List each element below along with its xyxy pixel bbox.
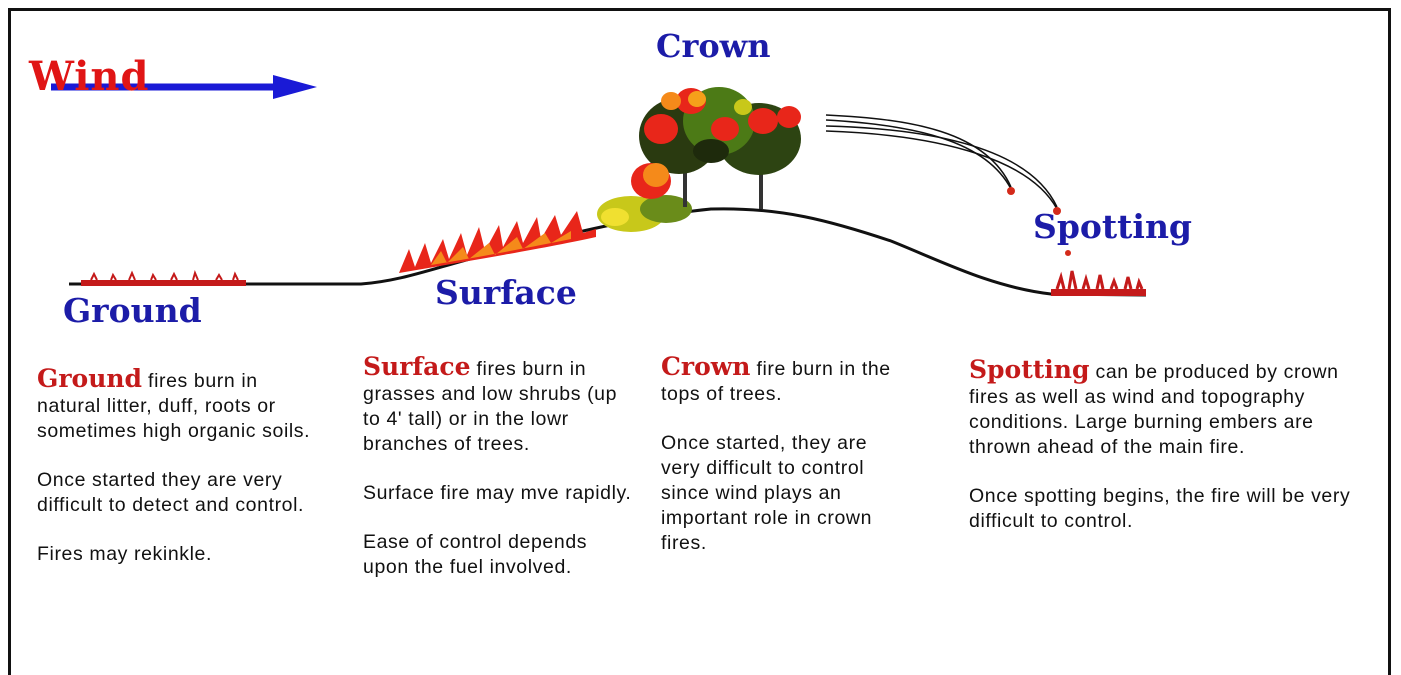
crown-term: Crown (661, 352, 750, 381)
surface-paragraph: Surface fire may mve rapidly. (363, 481, 633, 506)
ground-description: Ground fires burn in natural litter, duf… (37, 366, 327, 591)
ground-paragraph: Fires may rekinkle. (37, 542, 327, 567)
ground-label: Ground (63, 291, 202, 330)
surface-description: Surface fires burn in grasses and low sh… (363, 354, 633, 604)
spotting-description: Spotting can be produced by crown fires … (969, 357, 1369, 558)
ground-fire-icon (81, 273, 246, 286)
crown-trees-icon (631, 87, 801, 209)
ember-trails-icon (826, 115, 1057, 209)
surface-term: Surface (363, 352, 470, 381)
shrub-icon (597, 195, 692, 232)
crown-paragraph: Once started, they are very difficult to… (661, 431, 891, 556)
ground-paragraph: Once started they are very difficult to … (37, 468, 327, 518)
ground-term: Ground (37, 364, 142, 393)
surface-label: Surface (435, 273, 577, 312)
crown-label: Crown (656, 27, 770, 65)
surface-flames-icon (399, 211, 596, 273)
surface-paragraph: Ease of control depends upon the fuel in… (363, 530, 633, 580)
wind-label: Wind (29, 53, 149, 100)
crown-lead: Crown fire burn in the tops of trees. (661, 354, 891, 407)
spotting-fire-icon (1051, 271, 1146, 296)
crown-description: Crown fire burn in the tops of trees. On… (661, 354, 891, 580)
spotting-label: Spotting (1033, 207, 1192, 246)
ground-lead: Ground fires burn in natural litter, duf… (37, 366, 327, 444)
spotting-lead: Spotting can be produced by crown fires … (969, 357, 1369, 460)
surface-lead: Surface fires burn in grasses and low sh… (363, 354, 633, 457)
spotting-paragraph: Once spotting begins, the fire will be v… (969, 484, 1369, 534)
spotting-term: Spotting (969, 355, 1089, 384)
diagram-frame: Wind Crown Spotting Ground Surface Groun… (8, 8, 1391, 675)
